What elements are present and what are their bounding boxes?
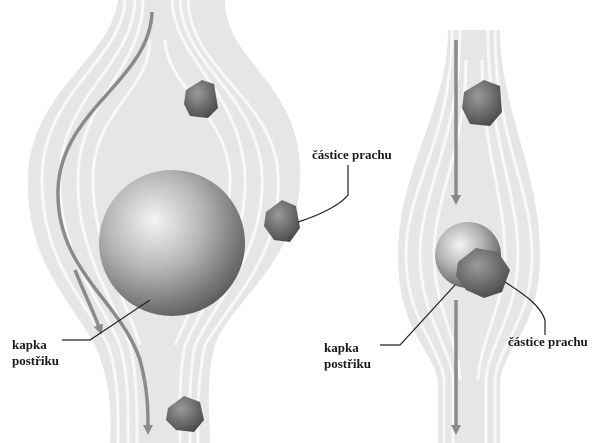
- left-droplet-label-line1: kapka: [12, 337, 47, 352]
- right-droplet-label-line1: kapka: [324, 340, 359, 355]
- right-dust-label: částice prachu: [508, 334, 588, 349]
- left-dust-label: částice prachu: [312, 147, 392, 162]
- left-droplet-label-line2: postřiku: [12, 353, 59, 368]
- left-panel: částice prachu kapka postřiku: [12, 0, 392, 443]
- right-panel: kapka postřiku částice prachu: [324, 30, 588, 443]
- left-spray-droplet: [99, 170, 245, 316]
- left-dust-leader: [298, 165, 348, 222]
- right-droplet-label-line2: postřiku: [324, 356, 371, 371]
